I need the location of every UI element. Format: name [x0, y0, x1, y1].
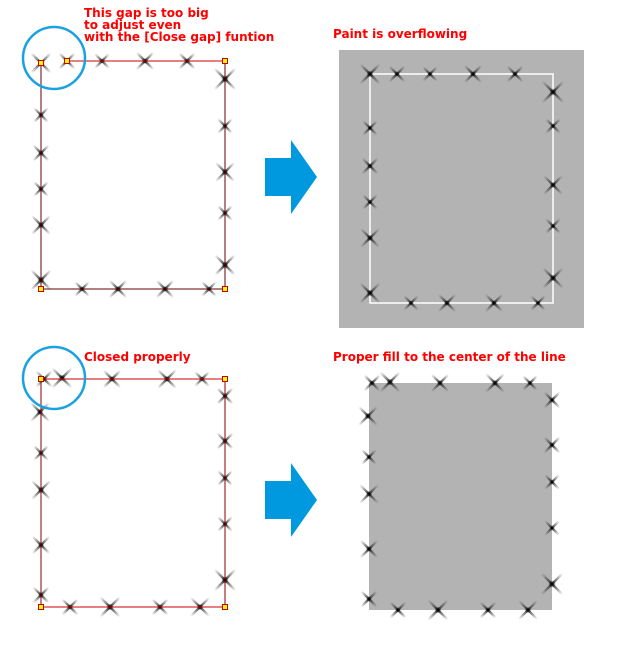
sparkle-mark	[463, 64, 483, 84]
sparkle-mark	[517, 599, 539, 621]
sparkle-mark	[357, 405, 379, 427]
closed-highlight-circle	[21, 345, 87, 411]
sparkle-mark	[430, 373, 450, 393]
control-point	[222, 604, 228, 610]
sparkle-mark	[359, 63, 381, 85]
arrow-right-icon	[265, 140, 317, 214]
sparkle-mark	[544, 474, 560, 490]
sparkle-mark	[545, 118, 561, 134]
sparkle-mark	[541, 80, 565, 104]
control-point	[222, 376, 228, 382]
annotation-line: with the [Close gap] funtion	[84, 30, 275, 44]
sparkle-mark	[427, 599, 449, 621]
sparkle-mark	[540, 572, 564, 596]
sparkle-mark	[358, 483, 380, 505]
fill-annotation: Proper fill to the center of the line	[333, 350, 566, 364]
sparkle-mark	[379, 371, 401, 393]
sparkle-mark	[522, 375, 538, 391]
sparkle-mark	[544, 520, 560, 536]
sparkle-mark	[437, 293, 457, 313]
gap-highlight-circle	[21, 25, 87, 91]
control-point	[64, 58, 70, 64]
sparkle-mark	[359, 539, 379, 559]
sparkle-mark	[542, 174, 564, 196]
sparkle-mark	[360, 590, 378, 608]
sparkle-mark	[389, 601, 407, 619]
vector-path-closed	[40, 378, 226, 608]
sparkle-mark	[361, 449, 377, 465]
sparkle-mark	[479, 601, 497, 619]
proper-fill	[369, 383, 552, 610]
sparkle-mark	[542, 267, 564, 289]
control-point	[222, 286, 228, 292]
annotation-line: to adjust even	[84, 18, 182, 32]
control-point	[38, 604, 44, 610]
sparkle-mark	[403, 295, 419, 311]
vector-path-open	[40, 60, 226, 290]
sparkle-mark	[422, 66, 438, 82]
overflow-fill	[339, 50, 584, 328]
sparkle-mark	[484, 372, 506, 394]
sparkle-mark	[362, 194, 378, 210]
control-points	[38, 58, 228, 610]
sparkle-mark	[363, 374, 381, 392]
annotation-line: This gap is too big	[84, 6, 209, 20]
sparkle-mark	[361, 157, 379, 175]
sparkle-mark	[543, 391, 561, 409]
overflow-annotation: Paint is overflowing	[333, 27, 468, 41]
sparkle-mark	[362, 120, 378, 136]
sparkle-mark	[388, 65, 406, 83]
arrow-right-icon	[265, 463, 317, 537]
control-point	[38, 60, 44, 66]
sparkle-mark	[530, 295, 546, 311]
sparkle-mark	[543, 436, 561, 454]
closed-annotation: Closed properly	[84, 350, 191, 364]
control-point	[222, 58, 228, 64]
sparkle-mark	[359, 227, 381, 249]
sparkle-mark	[359, 282, 381, 304]
sparkle-mark	[506, 65, 524, 83]
sparkle-mark	[484, 293, 504, 313]
white-gap-outline	[369, 73, 554, 304]
sparkle-mark	[545, 218, 561, 234]
control-point	[38, 286, 44, 292]
control-point	[38, 376, 44, 382]
sparkle-mark	[51, 367, 73, 389]
